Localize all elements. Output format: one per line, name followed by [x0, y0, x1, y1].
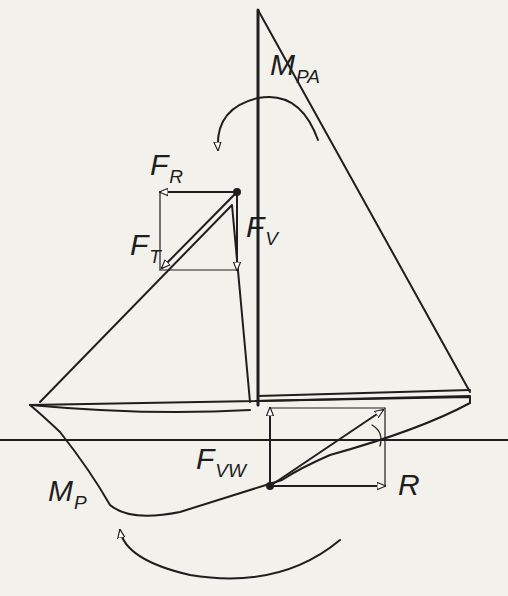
force-label: FV — [246, 212, 278, 242]
force-label: R — [398, 470, 420, 500]
force-label: FVW — [196, 444, 246, 474]
water-force-vectors — [267, 408, 385, 489]
force-label: MP — [48, 476, 87, 506]
sail-force-vectors — [160, 189, 240, 270]
waterline — [0, 439, 508, 441]
boom — [258, 390, 470, 401]
heeling-moment-arrow — [218, 97, 318, 150]
righting-moment-arrow — [120, 530, 340, 578]
jib — [40, 205, 250, 402]
deck-line — [30, 405, 250, 412]
hull — [30, 397, 470, 516]
force-label: MPA — [270, 50, 320, 80]
force-label: FR — [150, 150, 183, 180]
mast — [257, 10, 260, 405]
mainsail-leech — [258, 10, 470, 392]
force-label: FT — [130, 230, 161, 260]
